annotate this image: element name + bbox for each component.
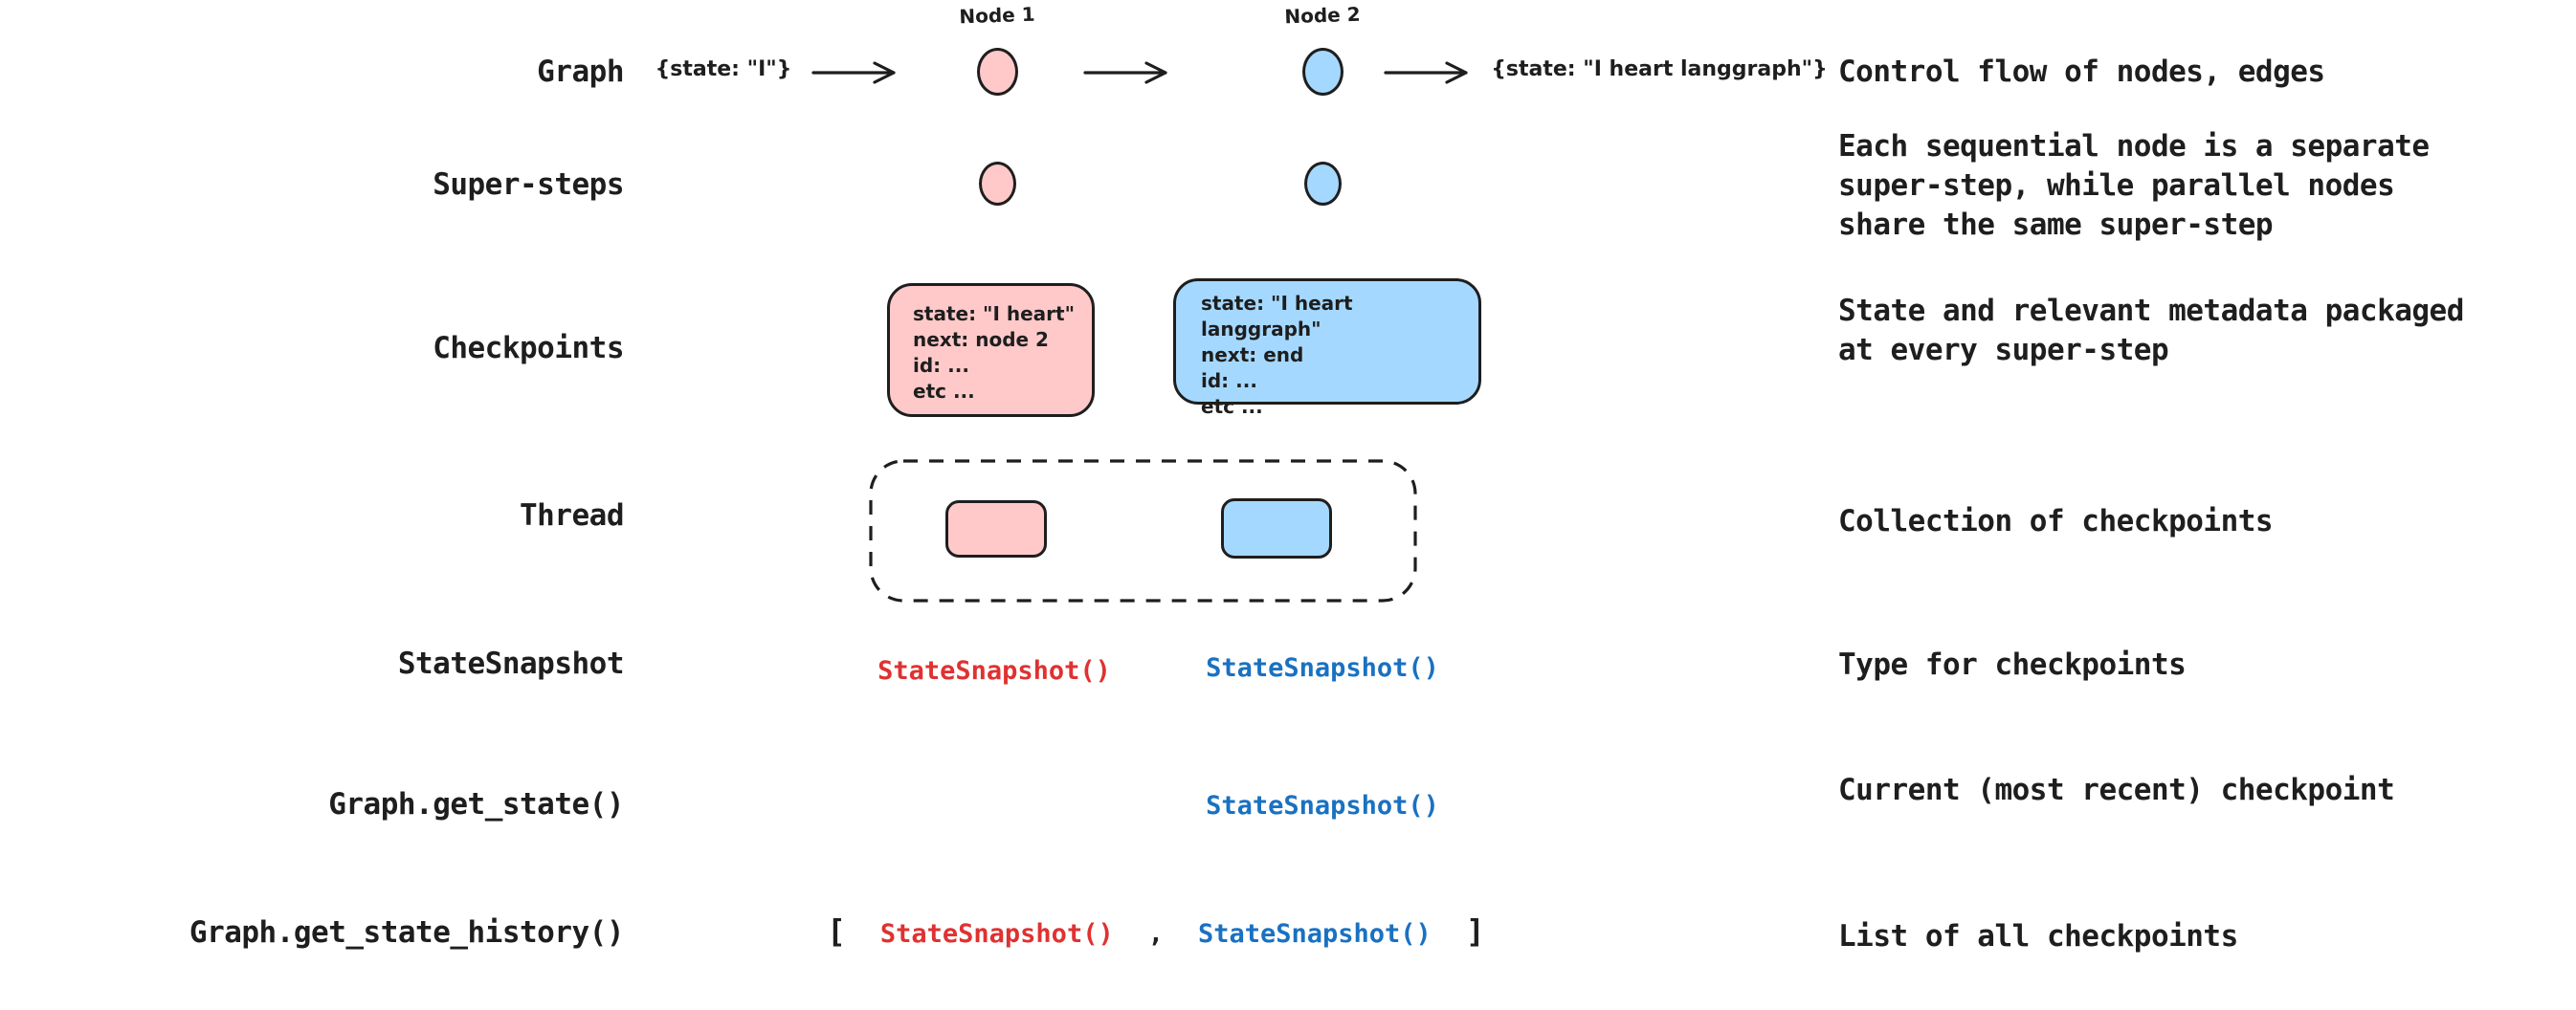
label-thread: Thread [520,498,624,533]
statesnapshot-call-blue: StateSnapshot() [1206,653,1439,683]
desc-super-steps: Each sequential node is a separate super… [1838,129,2430,242]
checkpoint-card-blue: state: "I heart langgraph" next: end id:… [1173,278,1481,418]
node2-circle [1302,48,1344,96]
checkpoint-card-pink: state: "I heart" next: node 2 id: ... et… [887,283,1095,417]
node1-label: Node 1 [958,2,1036,29]
desc-graph: Control flow of nodes, edges [1838,55,2325,89]
output-state-text: {state: "I heart langgraph"} [1491,57,1828,81]
list-close-bracket: ] [1465,912,1485,950]
input-state-text: {state: "I"} [655,57,792,81]
desc-checkpoints: State and relevant metadata packaged at … [1838,294,2464,367]
super-step1-circle [979,162,1016,206]
thread-checkpoint-blue [1221,498,1332,559]
label-checkpoints: Checkpoints [433,331,624,365]
history-snapshot-red: StateSnapshot() [879,919,1114,949]
node1-circle [977,48,1018,96]
label-get-state-history: Graph.get_state_history() [189,915,625,950]
history-snapshot-blue: StateSnapshot() [1197,919,1432,949]
list-open-bracket: [ [827,912,846,950]
checkpoint-card-blue-text: state: "I heart langgraph" next: end id:… [1201,292,1353,418]
arrow-icon [1384,60,1481,85]
checkpoint-card-pink-text: state: "I heart" next: node 2 id: ... et… [913,302,1076,403]
desc-get-state: Current (most recent) checkpoint [1838,773,2395,807]
arrow-icon [811,60,909,85]
get-state-result: StateSnapshot() [1206,791,1439,821]
get-state-history-result: [ StateSnapshot() , StateSnapshot() ] [827,912,1485,950]
thread-dashed-box [868,458,1418,604]
label-statesnapshot: StateSnapshot [397,647,625,681]
desc-get-state-history: List of all checkpoints [1838,919,2238,954]
arrow-icon [1083,60,1181,85]
label-graph: Graph [537,55,624,89]
super-step2-circle [1304,162,1342,206]
thread-checkpoint-pink [945,500,1047,558]
desc-statesnapshot: Type for checkpoints [1838,648,2187,682]
label-get-state: Graph.get_state() [328,787,624,822]
desc-thread: Collection of checkpoints [1838,504,2274,538]
list-comma: , [1147,919,1164,949]
statesnapshot-call-red: StateSnapshot() [877,656,1111,686]
label-super-steps: Super-steps [433,167,624,202]
node2-label: Node 2 [1283,2,1362,29]
